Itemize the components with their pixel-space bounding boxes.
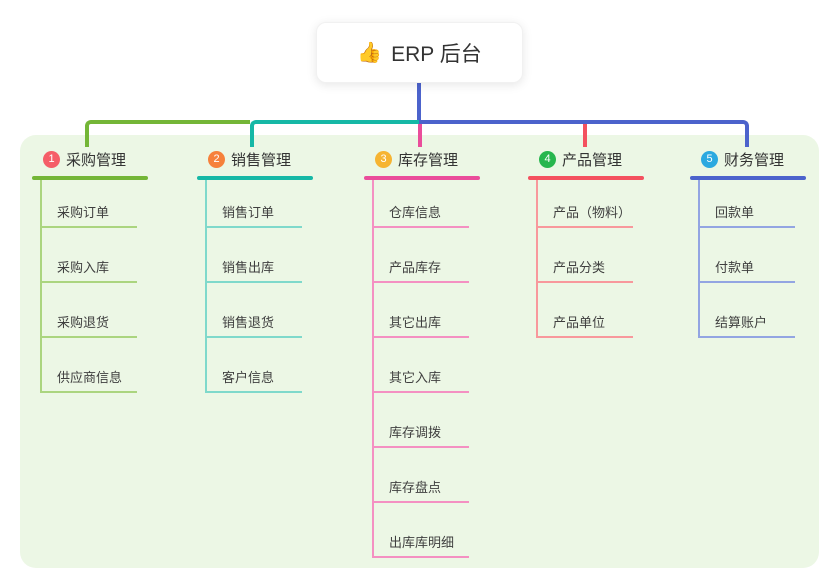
branch-topic[interactable]: 5 财务管理 — [690, 148, 806, 170]
branch-children: 采购订单采购入库采购退货供应商信息 — [40, 180, 148, 393]
child-topic[interactable]: 结算账户 — [700, 283, 795, 338]
child-label: 采购入库 — [57, 260, 110, 275]
child-topic[interactable]: 采购入库 — [42, 228, 137, 283]
branch-underline — [197, 176, 313, 180]
branch-3: 3 库存管理仓库信息产品库存其它出库其它入库库存调拨库存盘点出库库明细 — [364, 148, 480, 558]
child-topic[interactable]: 回款单 — [700, 180, 795, 228]
branch-4-drop-line — [583, 124, 587, 147]
child-label: 库存盘点 — [389, 480, 442, 495]
child-topic[interactable]: 产品单位 — [538, 283, 633, 338]
child-label: 结算账户 — [715, 315, 768, 330]
branch-topic[interactable]: 4 产品管理 — [528, 148, 644, 170]
child-topic[interactable]: 产品库存 — [374, 228, 469, 283]
child-topic[interactable]: 付款单 — [700, 228, 795, 283]
child-label: 产品单位 — [553, 315, 606, 330]
child-label: 产品库存 — [389, 260, 442, 275]
child-label: 采购退货 — [57, 315, 110, 330]
branch-children: 回款单付款单结算账户 — [698, 180, 806, 338]
branches-panel — [20, 135, 819, 568]
branch-4: 4 产品管理产品（物料） 产品分类产品单位 — [528, 148, 644, 338]
child-topic[interactable]: 其它入库 — [374, 338, 469, 393]
branch-children: 销售订单销售出库销售退货客户信息 — [205, 180, 313, 393]
thumbs-up-icon: 👍 — [357, 42, 383, 64]
child-label: 库存调拨 — [389, 425, 442, 440]
branch-5-elbow-line — [419, 120, 749, 147]
child-topic[interactable]: 销售订单 — [207, 180, 302, 228]
branch-underline — [32, 176, 148, 180]
branch-underline — [690, 176, 806, 180]
branch-title: 采购管理 — [66, 151, 127, 169]
child-topic[interactable]: 仓库信息 — [374, 180, 469, 228]
child-topic[interactable]: 产品分类 — [538, 228, 633, 283]
branch-5: 5 财务管理回款单付款单结算账户 — [690, 148, 806, 338]
branch-3-drop-line — [418, 124, 422, 147]
child-label: 采购订单 — [57, 205, 110, 220]
root-label: ERP 后台 — [391, 42, 482, 66]
root-node[interactable]: 👍 ERP 后台 — [316, 22, 523, 83]
child-label: 其它出库 — [389, 315, 442, 330]
branch-1: 1 采购管理采购订单采购入库采购退货供应商信息 — [32, 148, 148, 393]
child-topic[interactable]: 销售退货 — [207, 283, 302, 338]
branch-topic[interactable]: 2 销售管理 — [197, 148, 313, 170]
child-label: 付款单 — [715, 260, 755, 275]
child-label: 客户信息 — [222, 370, 275, 385]
child-topic[interactable]: 库存调拨 — [374, 393, 469, 448]
root-drop-line — [417, 83, 421, 124]
branch-number-badge: 4 — [539, 150, 556, 168]
branch-1-elbow-line — [85, 120, 250, 147]
branch-title: 库存管理 — [398, 151, 459, 169]
branch-number-badge: 3 — [375, 150, 392, 168]
child-label: 供应商信息 — [57, 370, 123, 385]
branch-underline — [528, 176, 644, 180]
branch-title: 财务管理 — [724, 151, 785, 169]
branch-title: 产品管理 — [562, 151, 623, 169]
branch-topic[interactable]: 1 采购管理 — [32, 148, 148, 170]
branch-underline — [364, 176, 480, 180]
branch-title: 销售管理 — [231, 151, 292, 169]
child-label: 出库库明细 — [389, 535, 455, 550]
branch-children: 仓库信息产品库存其它出库其它入库库存调拨库存盘点出库库明细 — [372, 180, 480, 558]
child-topic[interactable]: 销售出库 — [207, 228, 302, 283]
branch-topic[interactable]: 3 库存管理 — [364, 148, 480, 170]
child-topic[interactable]: 产品（物料） — [538, 180, 633, 228]
branch-number-badge: 2 — [208, 150, 225, 168]
child-label: 销售订单 — [222, 205, 275, 220]
branch-2: 2 销售管理销售订单销售出库销售退货客户信息 — [197, 148, 313, 393]
child-label: 其它入库 — [389, 370, 442, 385]
child-topic[interactable]: 库存盘点 — [374, 448, 469, 503]
child-label: 销售退货 — [222, 315, 275, 330]
child-topic[interactable]: 采购订单 — [42, 180, 137, 228]
child-label: 仓库信息 — [389, 205, 442, 220]
child-topic[interactable]: 供应商信息 — [42, 338, 137, 393]
child-topic[interactable]: 出库库明细 — [374, 503, 469, 558]
branch-children: 产品（物料） 产品分类产品单位 — [536, 180, 644, 338]
branch-number-badge: 1 — [43, 150, 60, 168]
branch-2-elbow-line — [250, 120, 419, 147]
child-label: 产品分类 — [553, 260, 606, 275]
child-label: 回款单 — [715, 205, 755, 220]
child-topic[interactable]: 其它出库 — [374, 283, 469, 338]
child-topic[interactable]: 采购退货 — [42, 283, 137, 338]
child-topic[interactable]: 客户信息 — [207, 338, 302, 393]
branch-number-badge: 5 — [701, 150, 718, 168]
child-label: 销售出库 — [222, 260, 275, 275]
child-label: 产品（物料） — [553, 205, 632, 220]
